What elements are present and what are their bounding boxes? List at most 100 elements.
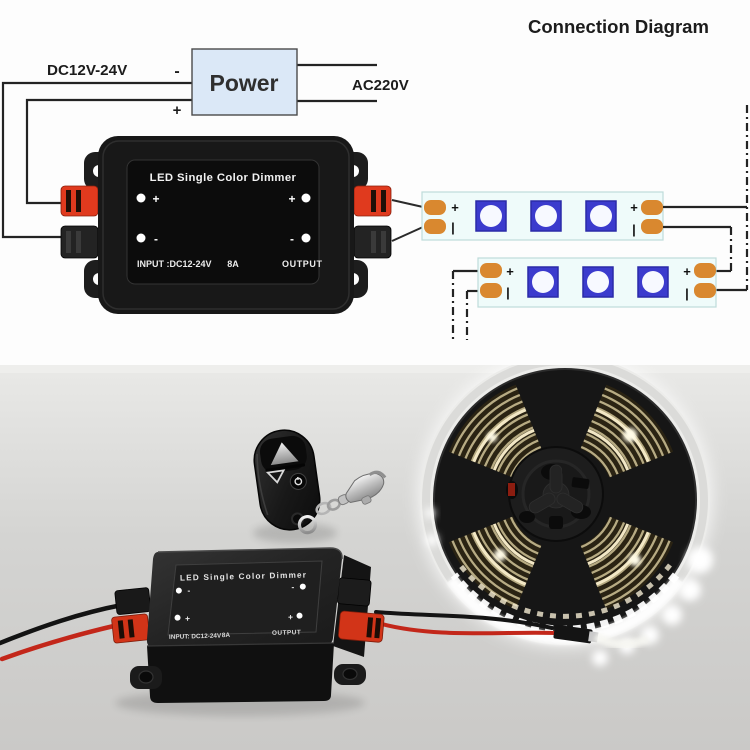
terminal-sign: - — [187, 585, 190, 595]
input-black-wire — [0, 602, 125, 646]
input-red-wire — [0, 622, 121, 662]
strip-tail — [593, 632, 650, 649]
power-box-label: Power — [209, 70, 278, 96]
output-wire-plus — [391, 199, 424, 208]
dc-plus-wire — [25, 98, 192, 205]
led-strip-2: + | + | — [477, 257, 717, 308]
led-glow — [425, 508, 435, 518]
smd-led — [582, 266, 614, 298]
reel-hub — [506, 446, 604, 542]
terminal-dot-icon — [136, 193, 146, 203]
pad-plus-label: + — [630, 200, 638, 215]
photo-dimmer-current-rating: 8A — [222, 632, 231, 639]
strip-end-glimpse — [508, 483, 515, 496]
dc-minus-sign: - — [174, 63, 179, 80]
power-supply-box: Power — [191, 48, 298, 116]
output-clips — [337, 577, 385, 643]
power-box — [191, 48, 298, 116]
solder-pad — [424, 219, 446, 234]
solder-pad — [641, 200, 663, 215]
solder-pad — [480, 263, 502, 278]
output-wires — [374, 610, 650, 649]
output-minus-sign: - — [290, 232, 294, 246]
product-photo: LED Single Color Dimmer - - + + INPUT: D… — [0, 365, 750, 750]
terminal-dot-icon — [174, 614, 181, 621]
output-wire-minus — [391, 226, 424, 242]
terminal-sign: + — [185, 613, 190, 623]
photo-dimmer-title: LED Single Color Dimmer — [180, 570, 307, 582]
red-wire — [376, 621, 558, 636]
dimmer-front-face — [147, 643, 334, 703]
clasp-hook — [368, 470, 387, 479]
remote-control — [253, 429, 387, 543]
led-glow — [592, 650, 608, 666]
strip-link-wiring — [451, 105, 749, 340]
solder-pad — [424, 200, 446, 215]
dimmer-schematic: LED Single Color Dimmer + - + - INPUT :D… — [60, 136, 392, 314]
mounting-ear — [130, 666, 162, 689]
hub-notch — [549, 516, 563, 529]
terminal-dot-icon — [299, 583, 306, 590]
clasp-trigger — [361, 495, 372, 505]
diagram-title: Connection Diagram — [528, 16, 709, 37]
led-glow — [687, 547, 713, 573]
terminal-dot-icon — [136, 233, 146, 243]
output-plus-sign: + — [288, 192, 295, 206]
key-ring — [297, 514, 318, 535]
down-button-icon — [265, 469, 286, 484]
dimmer-input-label: INPUT :DC12-24V — [137, 259, 212, 269]
smd-led — [637, 266, 669, 298]
dimmer-face-panel — [126, 159, 320, 285]
hub-spokes — [528, 464, 584, 514]
pad-plus-label: + — [683, 264, 691, 279]
smd-led — [527, 266, 559, 298]
dimmer-unit-photo: LED Single Color Dimmer - - + + INPUT: D… — [0, 547, 385, 716]
solder-pad — [694, 263, 716, 278]
up-button-icon — [270, 442, 299, 466]
led-glow — [679, 579, 701, 601]
pad-plus-label: + — [506, 264, 514, 279]
led-strip-1: + | + | — [421, 191, 664, 241]
smd-led — [475, 200, 507, 232]
photo-dimmer-input-label: INPUT: DC12-24V — [169, 633, 222, 641]
ac-voltage-label: AC220V — [352, 77, 409, 94]
connection-diagram: Connection Diagram DC12V-24V - + AC220V … — [0, 0, 750, 365]
hub-hole — [519, 511, 535, 523]
solder-pad — [480, 283, 502, 298]
terminal-dot-icon — [296, 612, 303, 619]
smd-led — [530, 200, 562, 232]
dimmer-current-rating: 8A — [227, 259, 239, 269]
dimmer-face-panel — [167, 560, 323, 636]
dimmer-output-label: OUTPUT — [282, 259, 323, 269]
input-clips — [111, 587, 152, 644]
solder-pad — [641, 219, 663, 234]
smd-led — [585, 200, 617, 232]
dc-voltage-label: DC12V-24V — [47, 62, 128, 79]
power-button — [289, 472, 307, 490]
solder-pad — [694, 283, 716, 298]
input-minus-sign: - — [154, 232, 158, 246]
terminal-dot-icon — [175, 587, 182, 594]
dimmer-terminals: + - + - — [136, 192, 311, 246]
led-strip-reel — [418, 365, 713, 666]
chain-link — [315, 501, 332, 516]
black-wire — [374, 610, 554, 630]
clasp-body — [345, 473, 385, 504]
pad-minus-label: | — [506, 285, 510, 300]
pad-minus-label: | — [632, 222, 636, 237]
dimmer-face-print: LED Single Color Dimmer - - + + INPUT: D… — [169, 570, 307, 641]
strip-connector — [553, 624, 599, 644]
mounting-ear — [334, 664, 366, 685]
photo-dimmer-output-label: OUTPUT — [272, 629, 301, 637]
terminal-dot-icon — [301, 193, 311, 203]
dimmer-title: LED Single Color Dimmer — [150, 172, 297, 184]
dc-minus-wire — [1, 81, 192, 239]
dc-plus-sign: + — [173, 102, 182, 119]
pad-minus-label: | — [451, 220, 455, 235]
led-glow — [426, 534, 438, 546]
power-wiring — [1, 63, 377, 239]
pad-plus-label: + — [451, 200, 459, 215]
photo-top-edge — [0, 365, 750, 373]
terminal-sign: + — [288, 612, 293, 622]
